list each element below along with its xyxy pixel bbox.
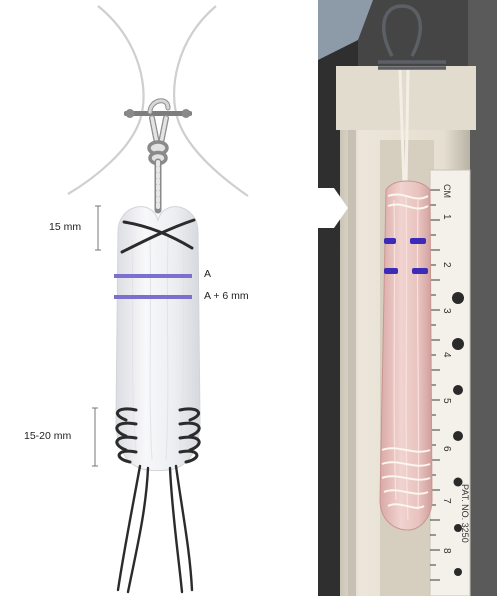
ruler-number: 5 [441,398,452,404]
whipstitch-length-label: 15-20 mm [24,430,71,442]
post-hardware [124,109,192,118]
mark-a-plus-label: A + 6 mm [204,290,249,302]
ruler-number: 4 [441,352,452,358]
tether-left [68,6,144,194]
ruler-number: 3 [441,308,452,314]
dimension-bracket-whipstitch [92,408,98,466]
ruler-number: 1 [441,214,452,220]
graft-photo: CM 1 2 3 4 5 6 7 8 PAT. NO. 3250 [318,0,497,596]
graft-illustration [0,0,318,596]
ruler-number: 6 [441,446,452,452]
ruler-number: 8 [441,548,452,554]
ruler-cm-label: CM [442,184,452,198]
marker-line-a [114,274,192,278]
loop-length-label: 15 mm [49,221,81,233]
marker-line-a-plus-6 [114,295,192,299]
photo-scene: CM 1 2 3 4 5 6 7 8 PAT. NO. 3250 [318,0,497,596]
mark-a-label: A [204,268,211,280]
ruler-patent-label: PAT. NO. 3250 [460,484,470,543]
dimension-bracket-loop [95,206,101,250]
suture-tails [118,466,192,592]
ruler-number: 7 [441,498,452,504]
ruler-number: 2 [441,262,452,268]
tether-right [174,6,248,196]
